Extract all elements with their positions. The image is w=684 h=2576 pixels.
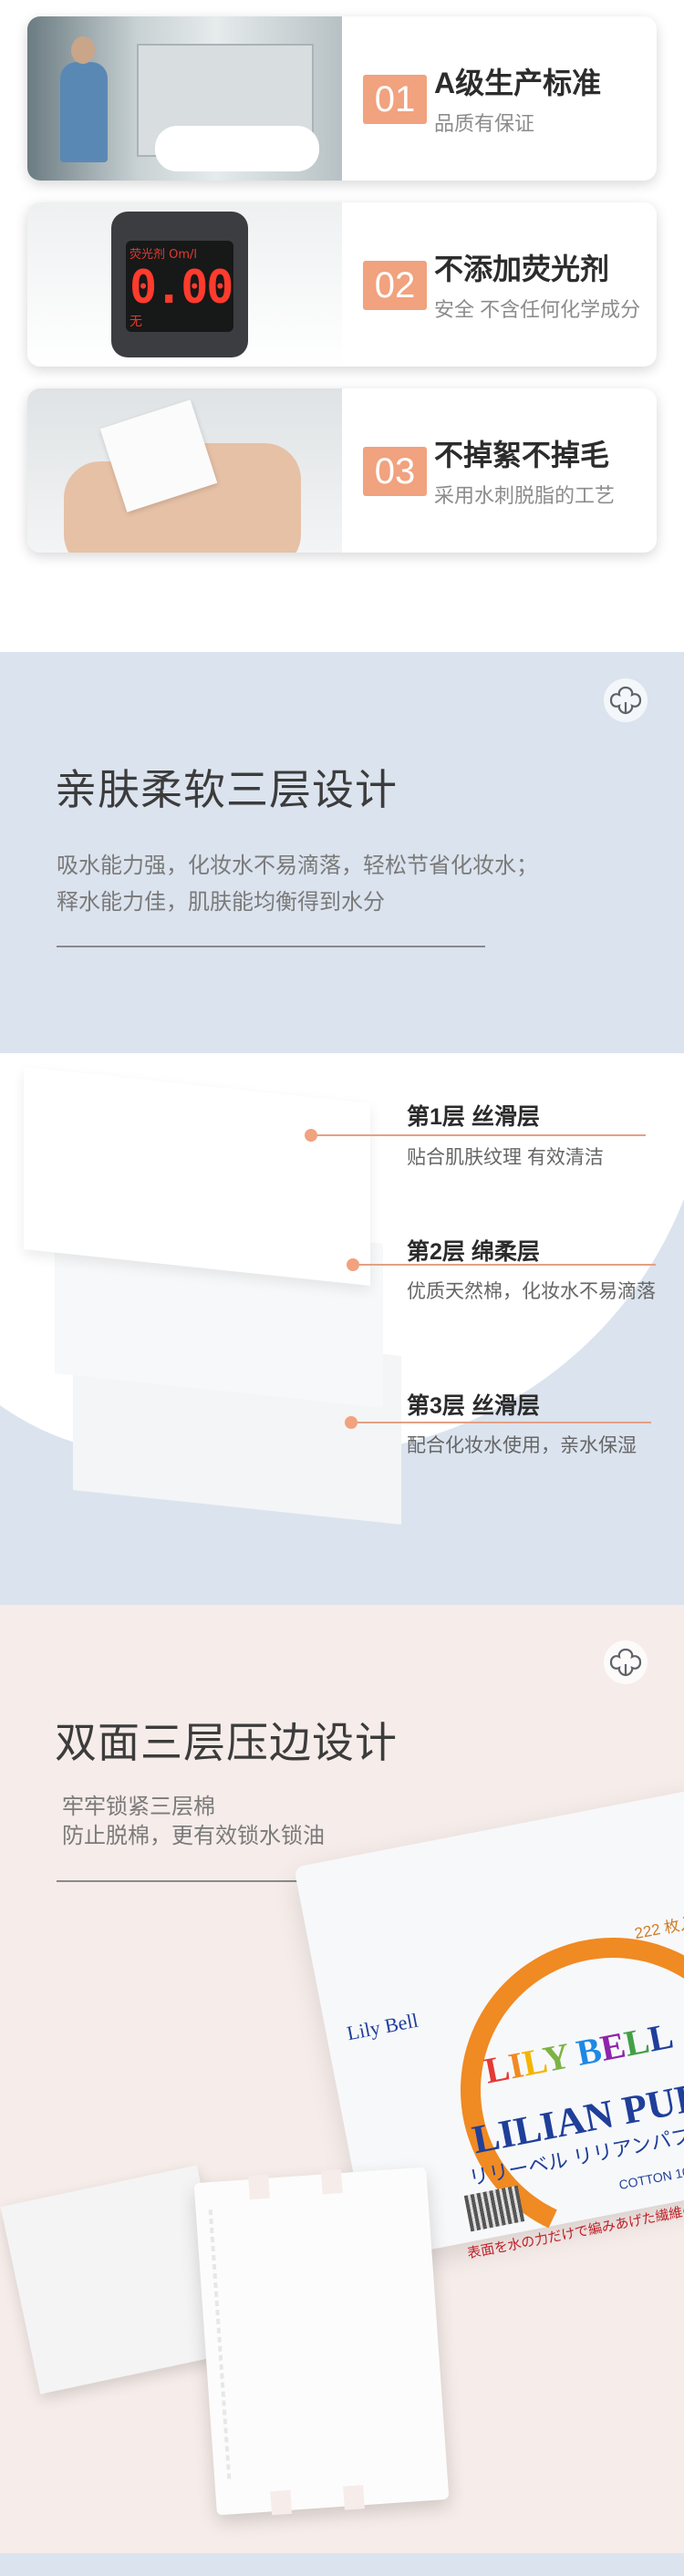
layer-dot-3 <box>345 1416 358 1429</box>
cotton-pad-front <box>193 2167 450 2516</box>
layer-leader-3 <box>358 1422 651 1423</box>
section-bottom-band <box>0 2553 684 2576</box>
feature-subtitle: 安全 不含任何化学成分 <box>434 298 641 321</box>
edge-body-line2: 防止脱棉，更有效锁水锁油 <box>62 1824 325 1848</box>
layer-desc-2: 优质天然棉，化妆水不易滴落 <box>407 1281 656 1302</box>
meter-reading: 0.00 <box>130 261 233 314</box>
feature-title: 不掉絮不掉毛 <box>434 439 610 471</box>
divider <box>57 1880 408 1882</box>
feature-title: A级生产标准 <box>434 67 602 99</box>
feature-subtitle: 品质有保证 <box>434 112 535 135</box>
cotton-icon <box>604 1640 648 1684</box>
layer-dot-2 <box>347 1258 359 1271</box>
layer-desc-3: 配合化妆水使用，亲水保湿 <box>407 1435 637 1456</box>
layer-leader-1 <box>317 1134 646 1136</box>
layer-name-2: 第2层 绵柔层 <box>407 1239 540 1265</box>
edge-title: 双面三层压边设计 <box>55 1719 398 1766</box>
layer-name-3: 第3层 丝滑层 <box>407 1393 540 1419</box>
meter-label: 荧光剂 Om/l <box>130 248 198 262</box>
feature-card-2: 荧光剂 Om/l 0.00 无 02 不添加荧光剂 安全 不含任何化学成分 <box>27 202 657 367</box>
layer-desc-1: 贴合肌肤纹理 有效清洁 <box>407 1147 604 1168</box>
fluorescence-meter-photo: 荧光剂 Om/l 0.00 无 <box>27 202 342 367</box>
cotton-layer-1 <box>24 1067 370 1286</box>
feature-number: 01 <box>363 75 427 124</box>
feature-card-1: 01 A级生产标准 品质有保证 <box>27 16 657 181</box>
feature-card-3: 03 不掉絮不掉毛 采用水刺脱脂的工艺 <box>27 388 657 553</box>
layer-dot-1 <box>305 1129 317 1142</box>
layer-name-1: 第1层 丝滑层 <box>407 1104 540 1130</box>
factory-photo <box>27 16 342 181</box>
feature-subtitle: 采用水刺脱脂的工艺 <box>434 484 616 507</box>
feature-title: 不添加荧光剂 <box>434 253 610 285</box>
edge-body-line1: 牢牢锁紧三层棉 <box>62 1795 215 1819</box>
feature-number: 03 <box>363 447 427 496</box>
hands-pad-photo <box>27 388 342 553</box>
feature-number: 02 <box>363 261 427 310</box>
cotton-icon <box>604 678 648 722</box>
layers-title: 亲肤柔软三层设计 <box>55 766 398 813</box>
layers-body-line1: 吸水能力强，化妆水不易滴落，轻松节省化妆水； <box>57 853 538 878</box>
layer-leader-2 <box>359 1264 656 1266</box>
layers-body-line2: 释水能力佳，肌肤能均衡得到水分 <box>57 890 385 915</box>
divider <box>57 946 485 947</box>
meter-unit: 无 <box>130 315 142 329</box>
